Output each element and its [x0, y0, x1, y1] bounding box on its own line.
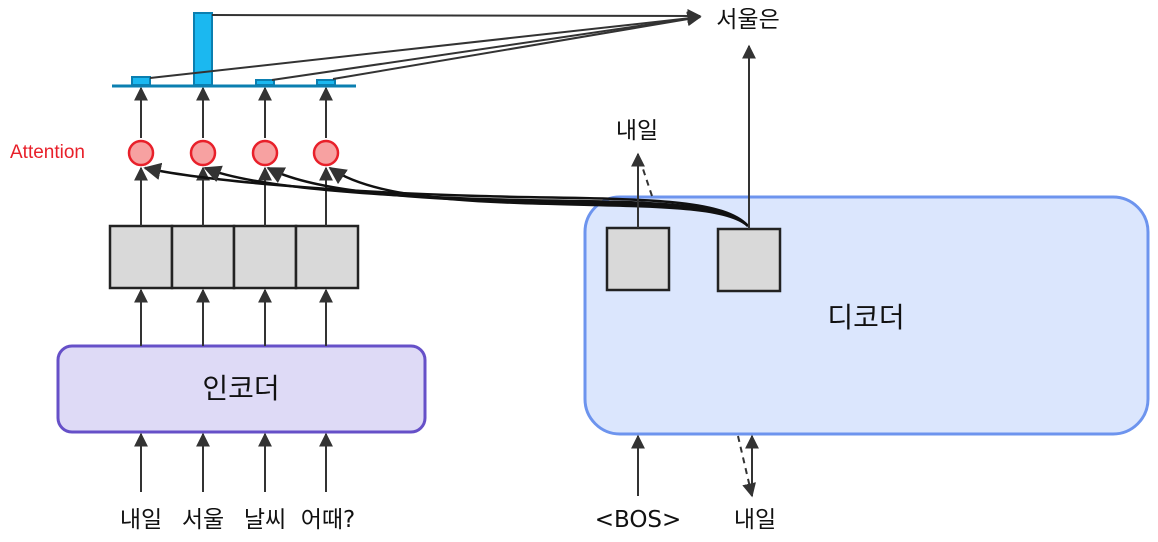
attention-score-node	[189, 139, 217, 167]
query-curve	[328, 166, 749, 227]
attention-score-node	[251, 139, 279, 167]
decoder-arrows	[631, 44, 759, 498]
attention-score-node	[127, 139, 155, 167]
context-lines	[149, 8, 702, 81]
encoder-state-cell	[232, 224, 298, 290]
encoder-block	[56, 344, 427, 434]
attention-weight-bar	[193, 12, 213, 86]
bos-token: <BOS>	[595, 507, 682, 533]
attention-weight-bar	[131, 76, 151, 86]
attention-to-weights-arrows	[134, 86, 333, 138]
encoder-label: 인코더	[202, 372, 279, 405]
context-line	[332, 12, 702, 80]
input-token-2: 서울	[182, 507, 224, 533]
encoder-state-cell	[294, 224, 360, 290]
context-line	[211, 8, 702, 23]
feedback-dashed-line	[641, 165, 653, 197]
input-token-4: 어때?	[301, 507, 356, 533]
decoder-label: 디코더	[827, 301, 904, 334]
encoder-state-cell	[170, 224, 236, 290]
decoder-output-token-1: 내일	[616, 118, 658, 144]
query-curves	[143, 162, 749, 227]
encoder-hidden-states	[108, 224, 360, 290]
decoder-state-cell	[605, 226, 671, 292]
decoder-prev-token: 내일	[734, 507, 776, 533]
context-line	[271, 11, 702, 81]
input-arrows	[134, 432, 333, 492]
decoder-state-cell	[716, 227, 782, 293]
input-token-1: 내일	[120, 507, 162, 533]
attention-label: Attention	[10, 142, 85, 163]
attention-score-node	[312, 139, 340, 167]
encoder-to-state-arrows	[134, 288, 333, 346]
encoder-state-cell	[108, 224, 174, 290]
input-token-3: 날씨	[244, 507, 286, 533]
attention-weight-bar	[255, 79, 275, 86]
feedback-dashed-arrow	[737, 435, 756, 498]
decoder-output-token-2: 서울은	[716, 7, 779, 33]
attention-weight-bar	[316, 79, 336, 86]
context-line	[149, 11, 702, 79]
attention-scores	[127, 139, 340, 167]
